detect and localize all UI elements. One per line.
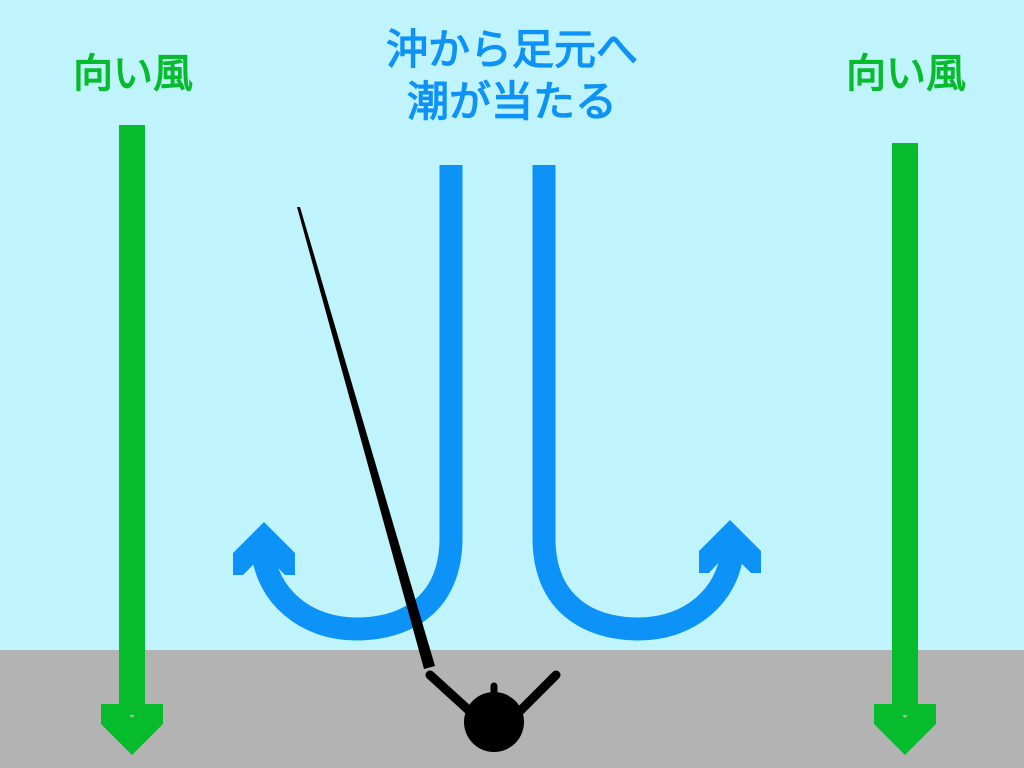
angler-left-arm bbox=[425, 670, 479, 720]
current-arrow-left-head bbox=[233, 522, 295, 575]
current-arrow-left-path bbox=[251, 165, 463, 641]
wind-arrow-left-icon bbox=[101, 125, 163, 755]
wind-arrow-left-head bbox=[101, 704, 163, 755]
current-title: 沖から足元へ 潮が当たる bbox=[312, 24, 712, 128]
wind-arrow-right-icon bbox=[874, 143, 936, 755]
angler-figure-icon bbox=[425, 670, 561, 752]
fishing-rod bbox=[297, 207, 435, 669]
current-arrow-right-path bbox=[532, 165, 744, 641]
current-title-line-2: 潮が当たる bbox=[406, 77, 617, 126]
wind-label-right: 向い風 bbox=[846, 51, 966, 97]
wind-label-left: 向い風 bbox=[73, 51, 193, 97]
current-arrow-right-icon bbox=[532, 165, 761, 641]
angler-right-arm bbox=[511, 670, 561, 720]
angler-body bbox=[464, 692, 524, 752]
wind-arrow-left-shaft bbox=[119, 125, 145, 715]
current-arrow-left-icon bbox=[233, 165, 463, 641]
wind-arrow-right-shaft bbox=[892, 143, 918, 715]
wind-arrow-right-head bbox=[874, 704, 936, 755]
current-title-line-1: 沖から足元へ bbox=[385, 25, 638, 74]
current-arrow-right-head bbox=[699, 520, 761, 573]
sea-area bbox=[0, 0, 1024, 650]
